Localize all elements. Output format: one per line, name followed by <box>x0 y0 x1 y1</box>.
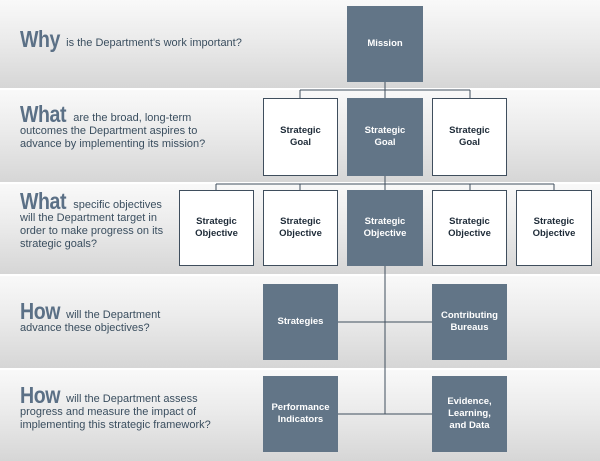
question-how-advance: How will the Department advance these ob… <box>20 298 180 335</box>
strategic-objective-box: Strategic Objective <box>432 190 507 266</box>
contributing-bureaus-box: Contributing Bureaus <box>432 284 507 360</box>
key-word-what: What <box>20 188 67 214</box>
question-text: are the broad, long-term outcomes the De… <box>20 112 206 150</box>
strategic-goal-box-highlighted: Strategic Goal <box>347 98 423 176</box>
strategic-objective-box-highlighted: Strategic Objective <box>347 190 423 266</box>
question-what-objectives: What specific objectives will the Depart… <box>20 188 170 251</box>
key-word-what: What <box>20 101 67 127</box>
key-word-why: Why <box>20 26 61 52</box>
question-text: is the Department's work important? <box>66 37 242 49</box>
question-text: specific objectives will the Department … <box>20 199 164 250</box>
key-word-how: How <box>20 298 61 324</box>
strategic-goal-box: Strategic Goal <box>263 98 338 176</box>
strategic-objective-box: Strategic Objective <box>263 190 338 266</box>
evidence-learning-data-box: Evidence, Learning, and Data <box>432 376 507 452</box>
question-text: will the Department assess progress and … <box>20 393 211 431</box>
strategies-box: Strategies <box>263 284 338 360</box>
question-text: will the Department advance these object… <box>20 309 161 334</box>
question-how-assess: How will the Department assess progress … <box>20 382 220 432</box>
key-word-how: How <box>20 382 61 408</box>
strategic-goal-box: Strategic Goal <box>432 98 507 176</box>
question-what-goals: What are the broad, long-term outcomes t… <box>20 101 210 151</box>
question-why: Why is the Department's work important? <box>20 26 270 52</box>
performance-indicators-box: Performance Indicators <box>263 376 338 452</box>
band-why <box>0 0 600 88</box>
strategic-objective-box: Strategic Objective <box>179 190 254 266</box>
mission-box: Mission <box>347 6 423 82</box>
strategic-objective-box: Strategic Objective <box>516 190 592 266</box>
